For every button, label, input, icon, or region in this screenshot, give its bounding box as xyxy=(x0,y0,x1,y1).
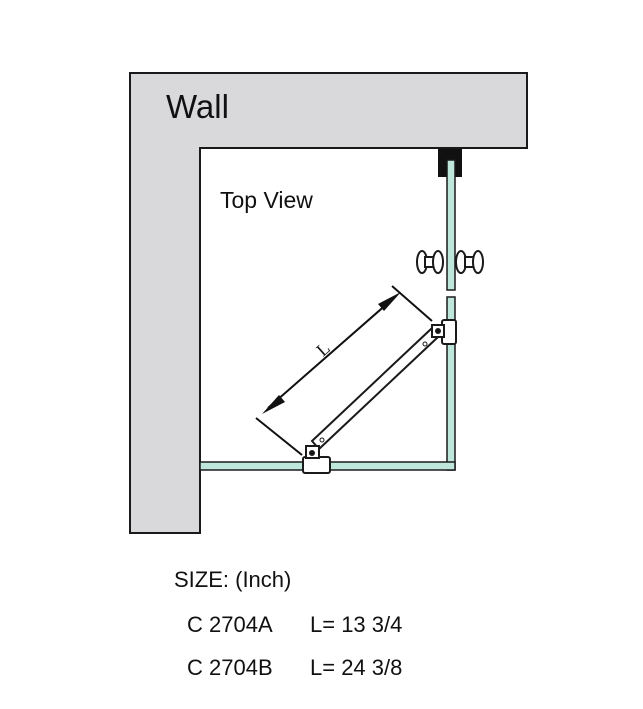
top-bracket xyxy=(431,319,457,345)
door-knob-icon xyxy=(416,250,484,274)
dimension-label: L xyxy=(312,338,334,360)
dimension-line xyxy=(255,285,433,456)
bottom-bracket xyxy=(302,445,331,474)
view-label: Top View xyxy=(220,187,313,213)
size-row-model: C 2704B xyxy=(187,655,273,680)
size-row-model: C 2704A xyxy=(187,612,273,637)
size-row-length: L= 24 3/8 xyxy=(310,655,403,680)
wall xyxy=(129,72,528,534)
wall-label: Wall xyxy=(166,88,229,125)
size-row-length: L= 13 3/4 xyxy=(310,612,403,637)
fixed-glass-panel xyxy=(446,159,456,291)
support-bar xyxy=(310,327,440,451)
size-heading: SIZE: (Inch) xyxy=(174,567,292,592)
